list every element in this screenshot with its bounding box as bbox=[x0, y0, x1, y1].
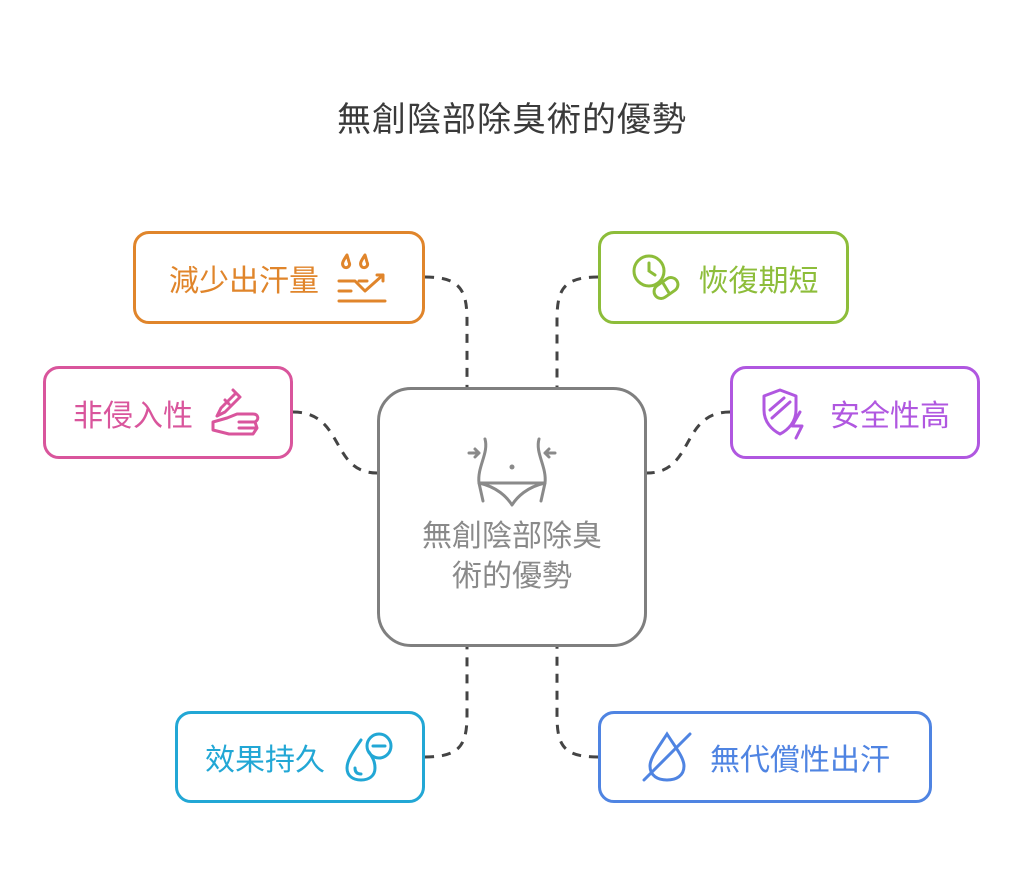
benefit-no-compensatory-sweat: 無代償性出汗 bbox=[598, 711, 932, 803]
connector-green bbox=[555, 275, 599, 387]
benefit-label: 安全性高 bbox=[830, 398, 950, 434]
center-label: 無創陰部除臭術的優勢 bbox=[422, 519, 602, 594]
benefit-label: 非侵入性 bbox=[73, 398, 193, 434]
benefit-non-invasive: 非侵入性 bbox=[43, 366, 293, 459]
benefit-label: 恢復期短 bbox=[698, 263, 819, 299]
page-title: 無創陰部除臭術的優勢 bbox=[337, 100, 687, 140]
benefit-short-recovery: 恢復期短 bbox=[598, 231, 849, 324]
center-node: 無創陰部除臭術的優勢 bbox=[377, 387, 647, 647]
drop-minus-icon bbox=[345, 732, 393, 782]
sweat-reduction-icon bbox=[337, 253, 387, 302]
connector-blue bbox=[555, 647, 599, 759]
connector-purple bbox=[646, 410, 731, 475]
shield-bolt-icon bbox=[762, 388, 804, 439]
waist-icon bbox=[467, 437, 557, 507]
no-drop-icon bbox=[642, 731, 692, 782]
benefit-label: 無代償性出汗 bbox=[710, 743, 890, 778]
benefit-label: 效果持久 bbox=[205, 743, 325, 778]
benefit-high-safety: 安全性高 bbox=[730, 366, 980, 459]
clock-pill-icon bbox=[632, 254, 679, 300]
benefit-long-lasting: 效果持久 bbox=[175, 711, 425, 803]
connector-cyan bbox=[424, 647, 469, 759]
connector-orange bbox=[424, 275, 469, 387]
connector-pink bbox=[292, 410, 378, 475]
injection-hand-icon bbox=[211, 388, 260, 435]
benefit-reduce-sweat: 減少出汗量 bbox=[133, 231, 425, 324]
benefit-label: 減少出汗量 bbox=[169, 263, 319, 299]
